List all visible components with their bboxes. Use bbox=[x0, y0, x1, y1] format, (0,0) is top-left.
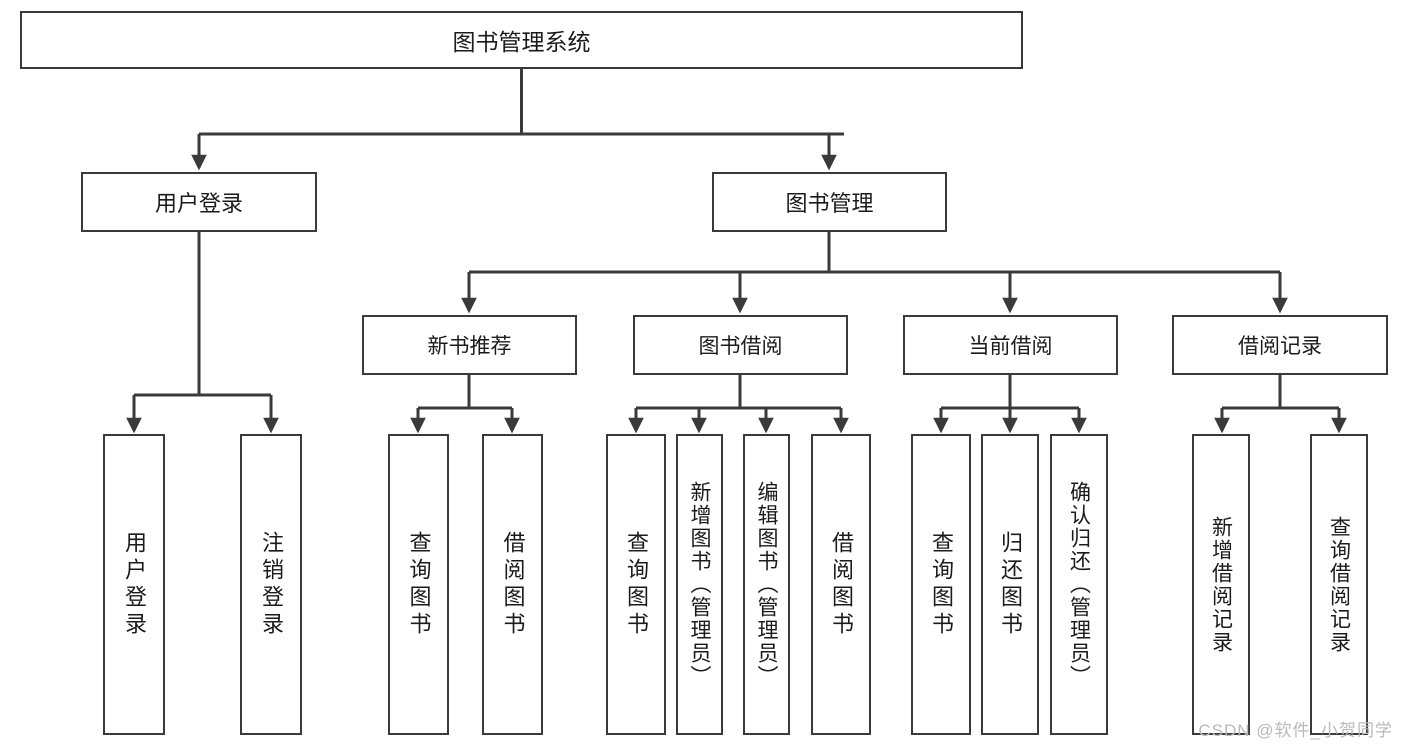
leaf-label: 查询图书 bbox=[929, 530, 954, 639]
leaf-label: 借阅图书 bbox=[829, 530, 854, 639]
leaf-label: 编辑图书（管理员） bbox=[755, 481, 778, 688]
leaf-return-book[interactable]: 归还图书 bbox=[981, 434, 1039, 735]
node-current-borrow[interactable]: 当前借阅 bbox=[903, 315, 1118, 375]
leaf-add-book-admin[interactable]: 新增图书（管理员） bbox=[676, 434, 723, 735]
node-book-borrow[interactable]: 图书借阅 bbox=[633, 315, 848, 375]
leaf-query-book-current[interactable]: 查询图书 bbox=[911, 434, 971, 735]
node-label: 新书推荐 bbox=[427, 335, 512, 358]
node-label: 图书管理系统 bbox=[452, 29, 591, 55]
leaf-label: 新增图书（管理员） bbox=[688, 481, 711, 688]
leaf-label: 确认归还（管理员） bbox=[1067, 481, 1091, 688]
leaf-label: 归还图书 bbox=[998, 530, 1023, 639]
leaf-borrow-book[interactable]: 借阅图书 bbox=[811, 434, 871, 735]
leaf-label: 用户登录 bbox=[122, 530, 147, 639]
node-label: 借阅记录 bbox=[1238, 335, 1322, 358]
leaf-confirm-return-admin[interactable]: 确认归还（管理员） bbox=[1050, 434, 1108, 735]
leaf-label: 查询借阅记录 bbox=[1327, 515, 1351, 654]
node-label: 当前借阅 bbox=[968, 335, 1053, 358]
node-label: 图书管理 bbox=[785, 191, 874, 216]
leaf-query-borrow-record[interactable]: 查询借阅记录 bbox=[1310, 434, 1368, 735]
node-borrow-record[interactable]: 借阅记录 bbox=[1172, 315, 1388, 375]
leaf-label: 借阅图书 bbox=[500, 530, 526, 639]
leaf-label: 注销登录 bbox=[259, 530, 284, 639]
node-book-management[interactable]: 图书管理 bbox=[712, 172, 947, 232]
leaf-query-book-recommend[interactable]: 查询图书 bbox=[388, 434, 449, 735]
leaf-label: 查询图书 bbox=[624, 530, 649, 639]
node-root-system[interactable]: 图书管理系统 bbox=[20, 11, 1023, 69]
leaf-user-login[interactable]: 用户登录 bbox=[103, 434, 165, 735]
leaf-query-book-borrow[interactable]: 查询图书 bbox=[606, 434, 666, 735]
node-label: 图书借阅 bbox=[698, 335, 783, 358]
node-user-login[interactable]: 用户登录 bbox=[81, 172, 317, 232]
node-new-book-recommend[interactable]: 新书推荐 bbox=[362, 315, 577, 375]
leaf-edit-book-admin[interactable]: 编辑图书（管理员） bbox=[743, 434, 790, 735]
node-label: 用户登录 bbox=[154, 191, 243, 216]
leaf-logout[interactable]: 注销登录 bbox=[240, 434, 302, 735]
leaf-add-borrow-record[interactable]: 新增借阅记录 bbox=[1192, 434, 1250, 735]
leaf-label: 新增借阅记录 bbox=[1209, 515, 1233, 654]
leaf-label: 查询图书 bbox=[406, 530, 432, 639]
leaf-borrow-book-recommend[interactable]: 借阅图书 bbox=[482, 434, 543, 735]
